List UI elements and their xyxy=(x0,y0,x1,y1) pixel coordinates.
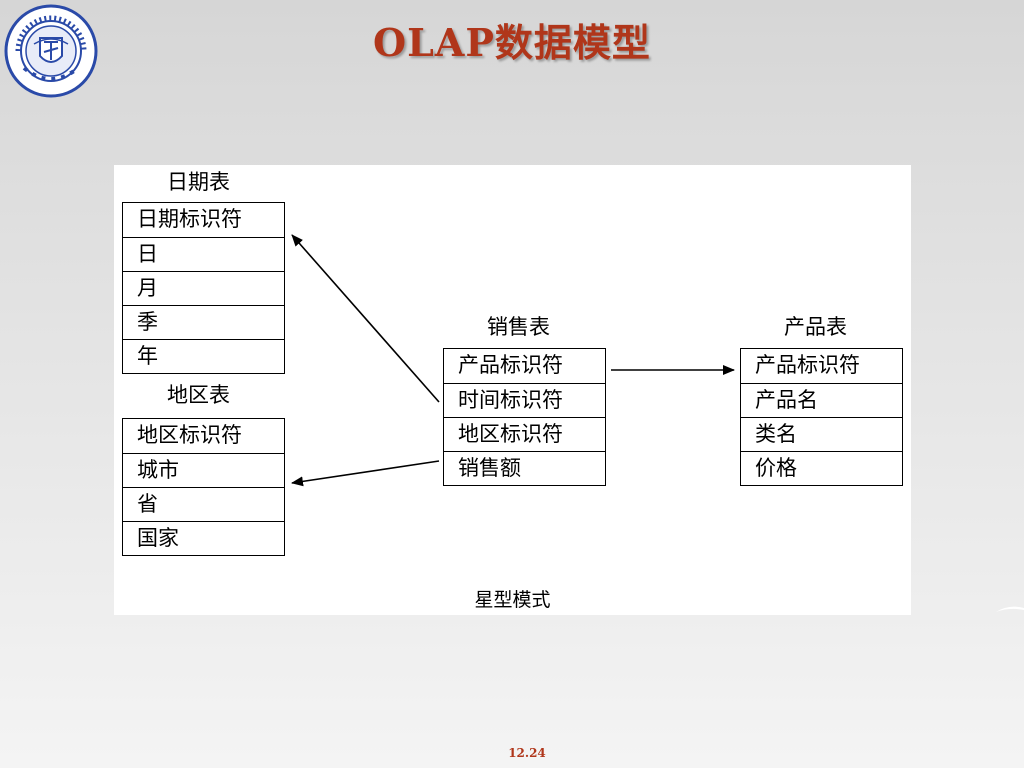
table-row: 国家 xyxy=(123,521,284,555)
table-row: 城市 xyxy=(123,453,284,487)
decorative-swoosh xyxy=(996,606,1024,612)
table-row: 产品标识符 xyxy=(755,353,860,377)
table-row: 类名 xyxy=(741,417,902,451)
table-row: 月 xyxy=(123,271,284,305)
diagram-caption: 星型模式 xyxy=(474,589,551,611)
table-row: 地区标识符 xyxy=(444,417,605,451)
date-table-label: 日期表 xyxy=(167,170,230,194)
table-row: 日期标识符 xyxy=(137,207,242,231)
table-row: 产品标识符 xyxy=(458,353,563,377)
arrow-sales-to-date xyxy=(291,234,440,403)
page-number: 12.24 xyxy=(508,746,546,760)
table-row: 省 xyxy=(123,487,284,521)
region-table-label: 地区表 xyxy=(167,383,230,407)
table-row: 地区标识符 xyxy=(137,423,242,447)
table-row: 年 xyxy=(123,339,284,373)
university-seal-icon xyxy=(4,4,98,98)
region-table: 地区标识符 城市 省 国家 xyxy=(122,418,285,556)
table-row: 产品名 xyxy=(741,383,902,417)
arrow-sales-to-region xyxy=(291,460,440,487)
table-row: 日 xyxy=(123,237,284,271)
table-row: 价格 xyxy=(741,451,902,485)
product-table-label: 产品表 xyxy=(784,315,847,339)
table-row: 季 xyxy=(123,305,284,339)
slide-title: OLAP数据模型 xyxy=(373,20,651,65)
sales-table: 产品标识符 时间标识符 地区标识符 销售额 xyxy=(443,348,606,486)
table-row: 时间标识符 xyxy=(444,383,605,417)
table-row: 销售额 xyxy=(444,451,605,485)
sales-table-label: 销售表 xyxy=(487,315,550,339)
date-table: 日期标识符 日 月 季 年 xyxy=(122,202,285,374)
product-table: 产品标识符 产品名 类名 价格 xyxy=(740,348,903,486)
star-schema-diagram: 日期表 日期标识符 日 月 季 年 地区表 地区标识符 城市 省 国家 销售表 … xyxy=(114,165,911,615)
